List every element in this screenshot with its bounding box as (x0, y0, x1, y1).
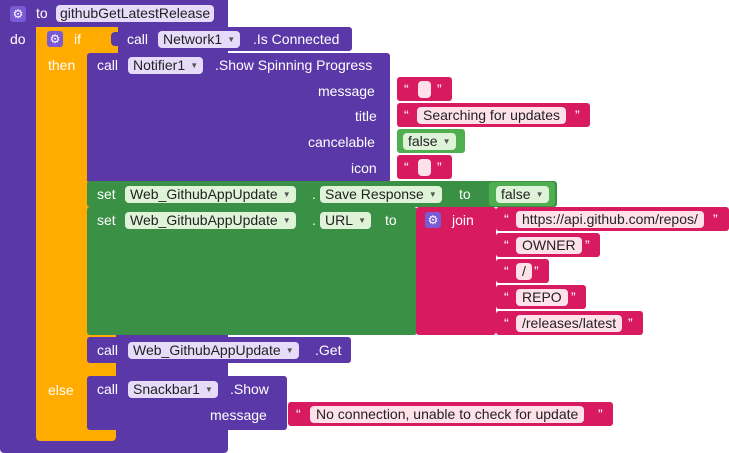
if-gear-icon[interactable]: ⚙ (47, 31, 63, 47)
procedure-do-label: do (10, 31, 26, 47)
notifier-title-label: title (355, 108, 377, 124)
notifier-message-label: message (318, 83, 375, 99)
quote-open-icon: “ (504, 211, 509, 227)
procedure-to-label: to (36, 5, 48, 21)
quote-open-icon: “ (404, 159, 409, 175)
quote-open-icon: “ (504, 237, 509, 253)
procedure-gear-icon[interactable]: ⚙ (10, 6, 26, 22)
join-label: join (452, 212, 474, 228)
url-part-4-input[interactable]: REPO (516, 289, 568, 306)
join-block[interactable] (416, 207, 496, 335)
set-save-property-dropdown[interactable]: Save Response▼ (320, 186, 442, 203)
web-get-method-label: .Get (315, 342, 342, 358)
chevron-down-icon: ▼ (227, 35, 236, 44)
quote-close-icon: ” (534, 263, 539, 279)
set-save-dot: . (312, 186, 316, 202)
quote-open-icon: “ (404, 107, 409, 123)
snackbar-message-label: message (210, 407, 267, 423)
network-property-label: .Is Connected (253, 31, 340, 47)
notifier-block[interactable] (87, 53, 390, 183)
chevron-down-icon: ▼ (282, 190, 291, 199)
notifier-cancelable-label: cancelable (308, 134, 375, 150)
set-url-to-label: to (385, 212, 397, 228)
if-label: if (74, 31, 81, 47)
snackbar-message-input[interactable]: No connection, unable to check for updat… (310, 406, 585, 423)
chevron-down-icon: ▼ (190, 61, 199, 70)
quote-close-icon: ” (437, 159, 442, 175)
chevron-down-icon: ▼ (442, 137, 451, 146)
url-part-1-input[interactable]: https://api.github.com/repos/ (516, 211, 704, 228)
set-url-dot: . (312, 212, 316, 228)
quote-close-icon: ” (713, 211, 718, 227)
web-get-call-label: call (97, 342, 119, 358)
quote-close-icon: ” (571, 289, 576, 305)
chevron-down-icon: ▼ (428, 190, 437, 199)
snackbar-method-label: .Show (230, 381, 269, 397)
chevron-down-icon: ▼ (358, 216, 367, 225)
notifier-call-label: call (97, 57, 119, 73)
set-url-component-dropdown[interactable]: Web_GithubAppUpdate▼ (125, 212, 296, 229)
chevron-down-icon: ▼ (282, 216, 291, 225)
save-response-false-dropdown[interactable]: false▼ (496, 186, 549, 203)
notifier-message-input[interactable] (418, 81, 431, 98)
cancelable-false-dropdown[interactable]: false▼ (403, 133, 456, 150)
set-save-to-label: to (459, 186, 471, 202)
notifier-component-dropdown[interactable]: Notifier1▼ (128, 57, 204, 74)
snackbar-call-label: call (97, 381, 119, 397)
procedure-name-field[interactable]: githubGetLatestRelease (56, 5, 215, 22)
quote-close-icon: ” (437, 81, 442, 97)
url-part-3-input[interactable]: / (516, 263, 532, 280)
web-get-component-dropdown[interactable]: Web_GithubAppUpdate▼ (128, 342, 299, 359)
then-label: then (48, 57, 76, 73)
notifier-icon-input[interactable] (418, 159, 431, 176)
quote-close-icon: ” (575, 107, 580, 123)
join-gear-icon[interactable]: ⚙ (425, 212, 441, 228)
quote-open-icon: “ (504, 289, 509, 305)
set-save-component-dropdown[interactable]: Web_GithubAppUpdate▼ (125, 186, 296, 203)
quote-open-icon: “ (504, 315, 509, 331)
url-part-2-input[interactable]: OWNER (516, 237, 582, 254)
network-component-dropdown[interactable]: Network1▼ (158, 31, 241, 48)
notifier-title-input[interactable]: Searching for updates (417, 107, 566, 124)
set-save-set-label: set (97, 186, 116, 202)
notifier-method-label: .Show Spinning Progress (215, 57, 373, 73)
quote-open-icon: “ (504, 263, 509, 279)
set-url-set-label: set (97, 212, 116, 228)
network-call-label: call (127, 31, 149, 47)
quote-close-icon: ” (628, 315, 633, 331)
quote-open-icon: “ (296, 406, 301, 422)
network-condition-notch (111, 32, 119, 46)
notifier-icon-label: icon (351, 160, 377, 176)
set-url-property-dropdown[interactable]: URL▼ (320, 212, 372, 229)
quote-open-icon: “ (404, 81, 409, 97)
quote-close-icon: ” (585, 237, 590, 253)
url-part-5-input[interactable]: /releases/latest (516, 315, 623, 332)
chevron-down-icon: ▼ (205, 385, 213, 394)
snackbar-component-dropdown[interactable]: Snackbar1▼ (128, 381, 218, 398)
chevron-down-icon: ▼ (285, 346, 294, 355)
chevron-down-icon: ▼ (535, 190, 544, 199)
else-label: else (48, 382, 74, 398)
quote-close-icon: ” (598, 406, 603, 422)
